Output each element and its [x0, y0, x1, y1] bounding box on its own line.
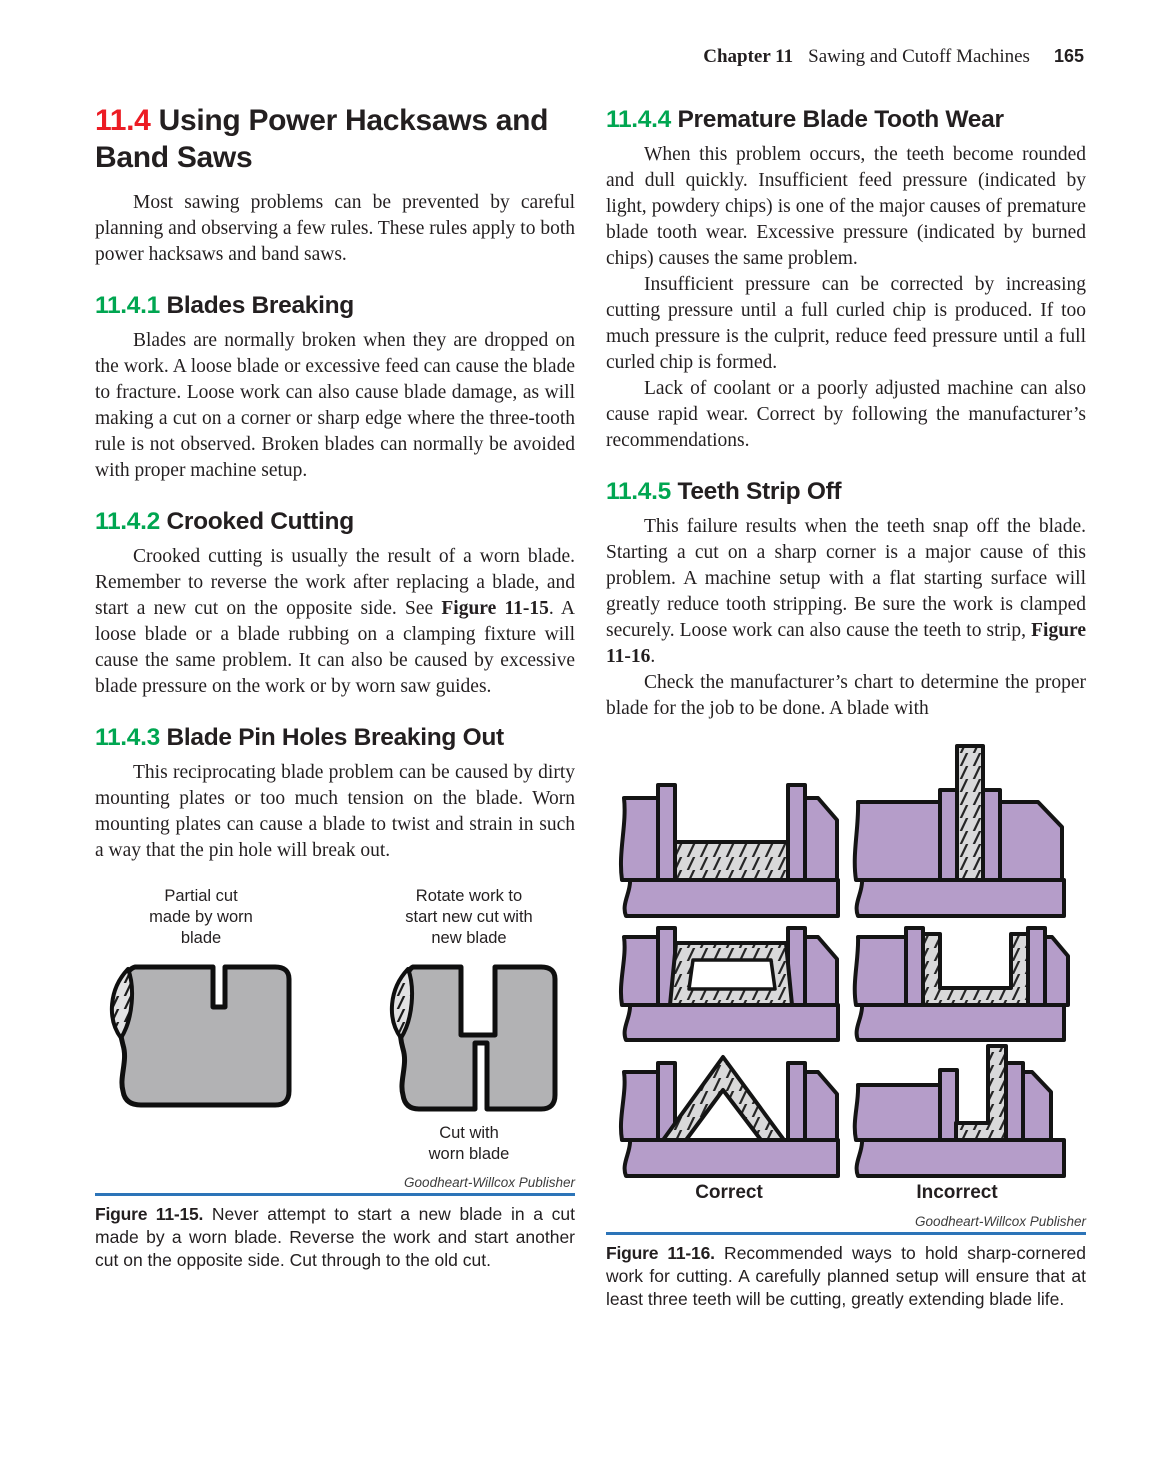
subsection-number: 11.4.4 [606, 106, 671, 133]
figure-11-15-labels: Partial cut made by worn blade Rotate wo… [95, 886, 575, 949]
figure-11-15: Partial cut made by worn blade Rotate wo… [95, 886, 575, 1272]
paragraph-text: Crooked cutting is usually the result of… [95, 546, 575, 619]
publisher-credit: Goodheart-Willcox Publisher [404, 1175, 575, 1190]
two-column-layout: 11.4 Using Power Hacksaws and Band Saws … [95, 96, 1086, 1311]
figure-caption-text: Never attempt to start a new blade in a … [95, 1204, 575, 1270]
subsection-number: 11.4.2 [95, 508, 160, 535]
paragraph-text: . [650, 646, 656, 667]
paragraph: Crooked cutting is usually the result of… [95, 544, 575, 700]
paragraph: This reciprocating blade problem can be … [95, 762, 575, 861]
vise-angle-tent-correct [618, 1055, 840, 1178]
label-cut-with-worn-blade: Cut with worn blade [428, 1124, 510, 1163]
subsection-heading-11-4-5: 11.4.5 Teeth Strip Off [606, 477, 1086, 507]
vise-channel-up-incorrect [852, 926, 1070, 1042]
vise-flat-bar-correct [618, 783, 840, 918]
subsection-heading-11-4-1: 11.4.1 Blades Breaking [95, 291, 575, 321]
paragraph: Blades are normally broken when they are… [95, 330, 575, 481]
caption-rule [95, 1193, 575, 1196]
section-number: 11.4 [95, 104, 151, 137]
paragraph: Insufficient pressure can be corrected b… [606, 274, 1086, 373]
subsection-title: Blade Pin Holes Breaking Out [159, 724, 504, 751]
paragraph-text: This failure results when the teeth snap… [606, 516, 1086, 641]
subsection-title: Blades Breaking [159, 292, 354, 319]
subsection-number: 11.4.5 [606, 478, 671, 505]
rotated-work-bar [396, 964, 558, 1112]
subsection-title: Crooked Cutting [159, 508, 354, 535]
figure-11-15-caption: Figure 11-15. Never attempt to start a n… [95, 1203, 575, 1272]
subsection-number: 11.4.1 [95, 292, 160, 319]
subsection-heading-11-4-3: 11.4.3 Blade Pin Holes Breaking Out [95, 723, 575, 753]
publisher-credit: Goodheart-Willcox Publisher [915, 1214, 1086, 1229]
running-head: Chapter 11 Sawing and Cutoff Machines 165 [703, 46, 1084, 68]
worn-blade-partial-cut-bar [116, 964, 292, 1108]
right-column: 11.4.4 Premature Blade Tooth Wear When t… [606, 96, 1086, 1311]
round-stock-end-hatch [389, 967, 414, 1040]
section-heading-11-4: 11.4 Using Power Hacksaws and Band Saws [95, 102, 575, 176]
subsection-number: 11.4.3 [95, 724, 160, 751]
paragraph-text: . A loose blade or a blade rubbing on a … [95, 598, 575, 697]
vise-vertical-bar-incorrect [852, 744, 1066, 918]
section-title: Using Power Hacksaws and Band Saws [95, 104, 549, 174]
figure-reference: Figure 11-15 [441, 598, 549, 619]
label-correct: Correct [695, 1182, 763, 1203]
label-rotate-work: Rotate work to start new cut with new bl… [405, 887, 533, 947]
subsection-title: Premature Blade Tooth Wear [670, 106, 1004, 133]
figure-caption-label: Figure 11-15. [95, 1204, 204, 1224]
paragraph: This failure results when the teeth snap… [606, 514, 1086, 670]
label-incorrect: Incorrect [916, 1182, 998, 1203]
vise-angle-edge-incorrect [852, 1044, 1066, 1178]
chapter-label: Chapter 11 [703, 46, 794, 67]
paragraph: Check the manufacturer’s chart to determ… [606, 672, 1086, 719]
subsection-heading-11-4-2: 11.4.2 Crooked Cutting [95, 507, 575, 537]
caption-rule [606, 1232, 1086, 1235]
paragraph: Most sawing problems can be prevented by… [95, 192, 575, 265]
running-head-title: Sawing and Cutoff Machines [808, 46, 1030, 67]
left-column: 11.4 Using Power Hacksaws and Band Saws … [95, 96, 575, 1311]
page-number: 165 [1053, 46, 1084, 66]
figure-11-16: Correct Incorrect Goodheart-Willcox Publ… [606, 740, 1086, 1311]
subsection-title: Teeth Strip Off [670, 478, 842, 505]
paragraph: Lack of coolant or a poorly adjusted mac… [606, 378, 1086, 451]
round-stock-end-hatch [109, 967, 134, 1040]
vise-setups-illustration [618, 744, 1070, 1178]
vise-box-section-correct [618, 926, 840, 1042]
subsection-heading-11-4-4: 11.4.4 Premature Blade Tooth Wear [606, 105, 1086, 135]
figure-11-16-caption: Figure 11-16. Recommended ways to hold s… [606, 1242, 1086, 1311]
bar-stock-illustration [109, 964, 558, 1112]
label-partial-cut: Partial cut made by worn blade [149, 887, 253, 947]
figure-caption-label: Figure 11-16. [606, 1243, 715, 1263]
paragraph: When this problem occurs, the teeth beco… [606, 144, 1086, 269]
figure-reference: Figure 11-16 [606, 620, 1086, 667]
figure-caption-text: Recommended ways to hold sharp-cornered … [606, 1243, 1086, 1309]
figure-11-16-verdicts: Correct Incorrect [606, 1182, 1086, 1204]
